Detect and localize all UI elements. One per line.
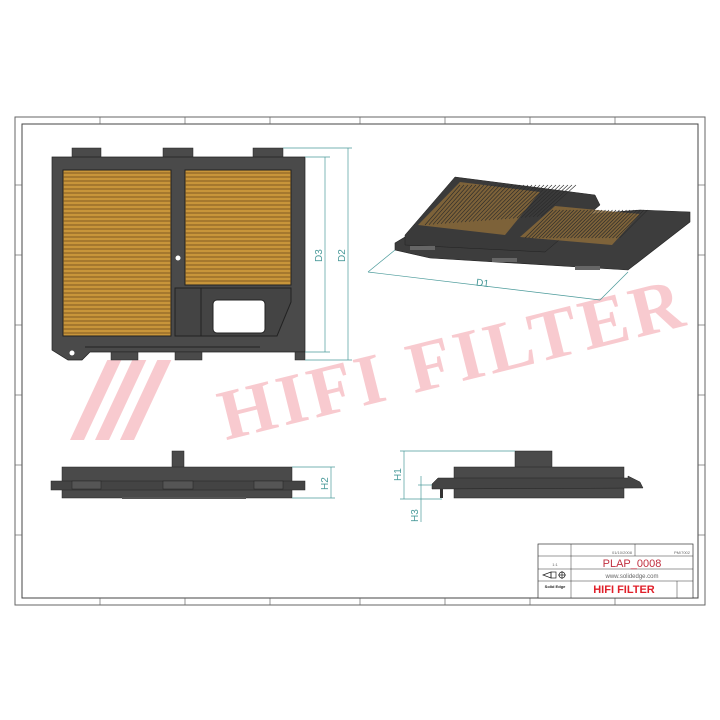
slat-line [500, 184, 537, 220]
filter-media-right [184, 169, 292, 286]
slat-line [448, 184, 485, 224]
label-d3: D3 [314, 249, 325, 262]
slat-line [512, 184, 549, 219]
slat-line [608, 209, 638, 239]
dimension-d1 [367, 249, 629, 301]
title-block: 01/10/2008 PM/7002 1:1 PLAP_0008 www.sol… [537, 543, 694, 599]
slat-line [476, 184, 513, 222]
website: www.solidedge.com [604, 574, 658, 580]
slat-line [524, 184, 561, 218]
slat-line [591, 209, 620, 239]
slat-line [542, 209, 571, 239]
slat-line [480, 184, 517, 222]
drawn-by: PM/7002 [674, 550, 691, 555]
slat-line [496, 184, 533, 220]
slat-line [472, 184, 509, 222]
label-h1: H1 [393, 468, 404, 481]
slat-line [552, 209, 582, 239]
software-name: Solid Edge [545, 584, 566, 589]
slat-line [528, 209, 557, 239]
slat-line [598, 209, 627, 239]
slat-line [504, 184, 541, 220]
slat-line [484, 184, 521, 221]
front-view [50, 450, 306, 499]
slat-line [566, 209, 596, 239]
dimension-d3 [283, 147, 352, 361]
slat-line [615, 209, 645, 239]
slat-line [428, 184, 465, 225]
slat-line [605, 209, 634, 239]
slat-line [587, 209, 617, 239]
slat-line [520, 184, 557, 219]
slat-line [492, 184, 529, 221]
slat-line [619, 209, 648, 239]
slat-line [432, 184, 469, 225]
projection-symbol-icon [542, 571, 566, 579]
slat-line [508, 184, 545, 219]
date: 01/10/2008 [612, 550, 633, 555]
slat-line [612, 209, 641, 239]
slat-line [570, 209, 599, 239]
dimension-h1-h3 [400, 450, 515, 522]
slat-line [524, 209, 554, 239]
slat-line [452, 184, 489, 224]
slat-line [536, 184, 573, 217]
slat-line [594, 209, 624, 239]
slat-line [545, 209, 575, 239]
slat-line [456, 184, 493, 223]
side-view [431, 450, 644, 499]
slat-line [424, 184, 461, 226]
slat-line [436, 184, 473, 225]
label-d2: D2 [337, 249, 348, 262]
slat-line [532, 184, 569, 218]
window-cutout [212, 299, 266, 334]
top-view [51, 147, 306, 361]
slat-line [559, 209, 589, 239]
slat-line [580, 209, 610, 239]
slat-line [601, 209, 631, 239]
slat-line [535, 209, 564, 239]
slat-line [577, 209, 606, 239]
label-d1: D1 [475, 278, 489, 291]
slat-line [556, 209, 585, 239]
slat-line [538, 209, 568, 239]
slat-line [563, 209, 592, 239]
slat-line [584, 209, 613, 239]
slat-line [531, 209, 561, 239]
label-h3: H3 [410, 509, 421, 522]
zone-ticks [15, 117, 705, 605]
slat-line [460, 184, 497, 223]
slat-line [540, 184, 577, 217]
brand-name: HIFI FILTER [593, 584, 655, 596]
slat-line [549, 209, 578, 239]
slat-line [444, 184, 481, 224]
slat-line [440, 184, 477, 225]
slat-line [528, 184, 565, 218]
slat-line [468, 184, 505, 222]
label-h2: H2 [320, 477, 331, 490]
slat-line [488, 184, 525, 221]
scale: 1:1 [552, 562, 558, 567]
part-number: PLAP_0008 [603, 558, 662, 570]
isometric-view [394, 176, 691, 271]
slat-line [516, 184, 553, 219]
dimension-h2 [292, 466, 335, 499]
slat-line [464, 184, 501, 223]
slat-line [573, 209, 603, 239]
